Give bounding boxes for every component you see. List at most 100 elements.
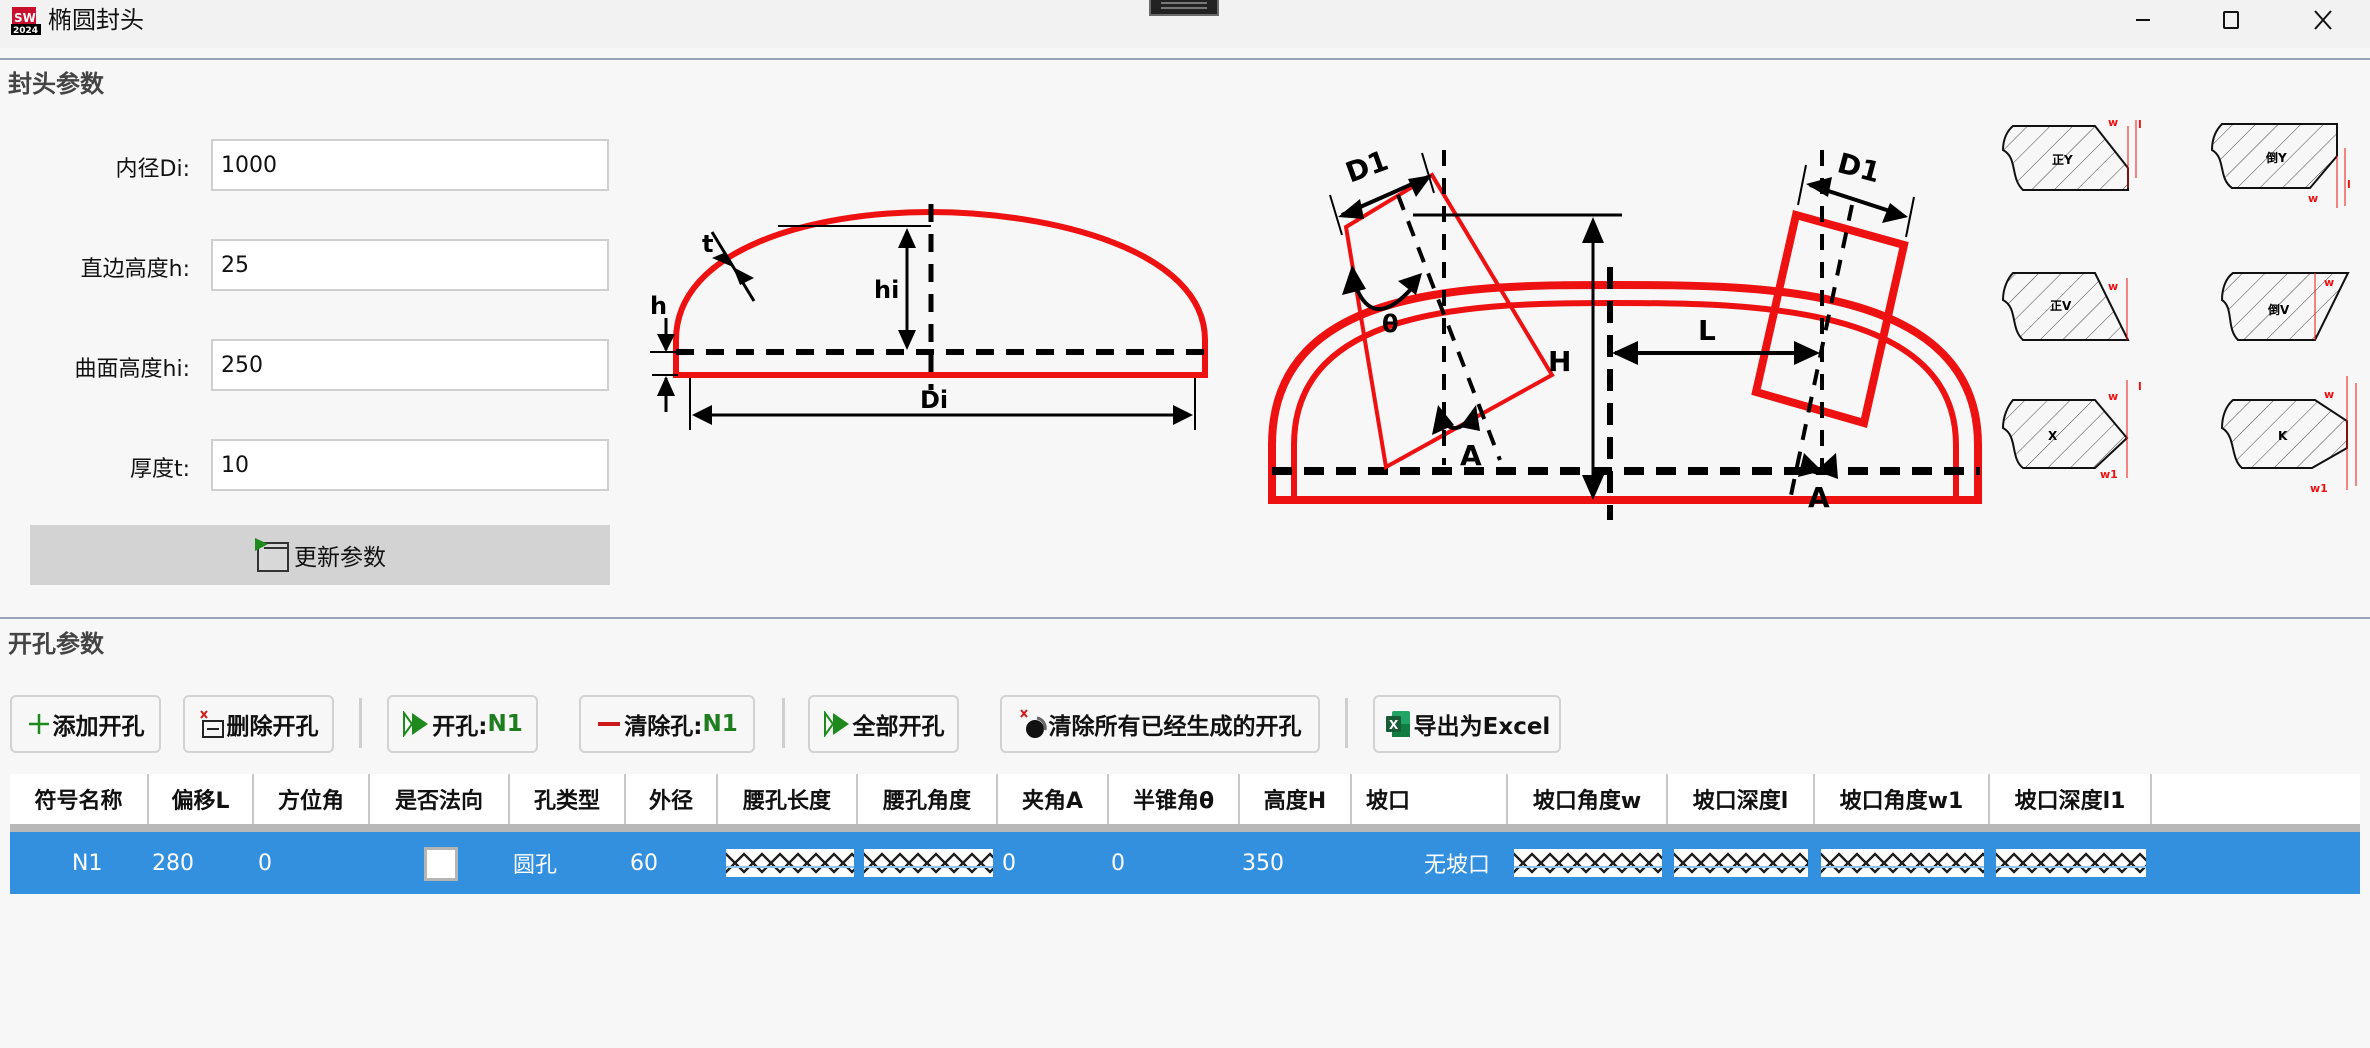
cell-angle-a[interactable]: 0 bbox=[1002, 850, 1016, 876]
D1-right-label: D1 bbox=[1834, 146, 1884, 189]
delete-icon bbox=[199, 710, 224, 738]
head-dimension-diagram: hi t h Di bbox=[650, 204, 1210, 430]
title-bar: SW 2024 椭圆封头 bbox=[0, 0, 2370, 48]
col-header-outer-diameter[interactable]: 外径 bbox=[626, 774, 718, 824]
clear-all-icon bbox=[1019, 709, 1047, 738]
cell-azimuth[interactable]: 0 bbox=[258, 850, 272, 876]
cell-hole-type[interactable]: 圆孔 bbox=[513, 853, 558, 878]
col-header-bevel[interactable]: 坡口 bbox=[1352, 774, 1508, 824]
svg-text:l: l bbox=[2347, 178, 2351, 191]
minimize-icon bbox=[2136, 19, 2150, 21]
t-label: t bbox=[702, 230, 713, 258]
minus-icon bbox=[598, 722, 621, 726]
H-label: H bbox=[1548, 345, 1571, 378]
normal-checkbox[interactable] bbox=[424, 847, 458, 881]
col-header-name[interactable]: 符号名称 bbox=[10, 774, 149, 824]
update-params-button[interactable]: 更新参数 bbox=[30, 525, 610, 585]
play-icon bbox=[403, 711, 429, 737]
maximize-button[interactable] bbox=[2198, 0, 2264, 40]
straight-height-label: 直边高度h: bbox=[80, 257, 190, 282]
col-header-bevel-angle-w1[interactable]: 坡口角度w1 bbox=[1815, 774, 1990, 824]
svg-text:w: w bbox=[2108, 280, 2118, 293]
col-header-azimuth[interactable]: 方位角 bbox=[254, 774, 370, 824]
svg-text:w: w bbox=[2324, 388, 2334, 401]
A-right-label: A bbox=[1808, 481, 1830, 514]
svg-text:w: w bbox=[2324, 276, 2334, 289]
title-separator bbox=[0, 58, 2370, 60]
svg-text:w: w bbox=[2308, 192, 2318, 205]
window-title: 椭圆封头 bbox=[48, 6, 144, 34]
svg-text:X: X bbox=[2048, 429, 2058, 443]
inner-diameter-input[interactable] bbox=[211, 139, 609, 191]
cell-slot-angle-disabled bbox=[864, 849, 993, 877]
maximize-icon bbox=[2223, 11, 2239, 29]
cell-height[interactable]: 350 bbox=[1242, 850, 1284, 876]
svg-text:w1: w1 bbox=[2310, 482, 2328, 495]
svg-text:倒V: 倒V bbox=[2267, 302, 2290, 317]
delete-hole-button[interactable]: 删除开孔 bbox=[183, 695, 334, 753]
play-all-icon bbox=[823, 711, 849, 737]
svg-text:2024: 2024 bbox=[13, 26, 38, 36]
col-header-half-cone[interactable]: 半锥角θ bbox=[1109, 774, 1240, 824]
clear-all-holes-button[interactable]: 清除所有已经生成的开孔 bbox=[1000, 695, 1320, 753]
table-header: 符号名称 偏移L 方位角 是否法向 孔类型 外径 腰孔长度 腰孔角度 夹角A 半… bbox=[10, 774, 2360, 824]
svg-text:w: w bbox=[2108, 118, 2118, 129]
svg-text:倒Y: 倒Y bbox=[2265, 150, 2287, 165]
toolbar-separator bbox=[359, 698, 362, 748]
add-hole-button[interactable]: 添加开孔 bbox=[10, 695, 161, 753]
update-params-label: 更新参数 bbox=[294, 545, 386, 571]
col-header-bevel-depth-l1[interactable]: 坡口深度l1 bbox=[1990, 774, 2152, 824]
straight-height-input[interactable] bbox=[211, 239, 609, 291]
curve-height-label: 曲面高度hi: bbox=[74, 357, 190, 382]
open-hole-button[interactable]: 开孔: N1 bbox=[387, 695, 538, 753]
table-row[interactable]: N1 280 0 圆孔 60 0 0 350 无坡口 bbox=[10, 832, 2360, 894]
open-hole-target: N1 bbox=[487, 711, 523, 737]
cell-bevel-angle-w1-disabled bbox=[1821, 849, 1984, 877]
head-params-title: 封头参数 bbox=[8, 70, 104, 98]
clear-hole-button[interactable]: 清除孔: N1 bbox=[579, 695, 755, 753]
toolbar-separator bbox=[782, 698, 785, 748]
thickness-input[interactable] bbox=[211, 439, 609, 491]
open-all-button[interactable]: 全部开孔 bbox=[808, 695, 959, 753]
curve-height-input[interactable] bbox=[211, 339, 609, 391]
col-header-slot-length[interactable]: 腰孔长度 bbox=[718, 774, 858, 824]
export-excel-button[interactable]: X 导出为Excel bbox=[1373, 695, 1561, 753]
nozzle-dimension-diagram: H L D1 θ A D1 A bbox=[1268, 144, 1982, 520]
col-header-bevel-depth-l[interactable]: 坡口深度l bbox=[1668, 774, 1815, 824]
col-header-bevel-angle-w[interactable]: 坡口角度w bbox=[1508, 774, 1668, 824]
cell-bevel[interactable]: 无坡口 bbox=[1424, 853, 1491, 878]
col-header-slot-angle[interactable]: 腰孔角度 bbox=[858, 774, 998, 824]
L-label: L bbox=[1698, 314, 1716, 347]
col-header-hole-type[interactable]: 孔类型 bbox=[510, 774, 626, 824]
svg-text:w1: w1 bbox=[2100, 468, 2118, 481]
cell-outer-diameter[interactable]: 60 bbox=[630, 850, 658, 876]
plus-icon bbox=[28, 714, 49, 734]
svg-text:X: X bbox=[1389, 718, 1399, 732]
clear-hole-target: N1 bbox=[702, 711, 738, 737]
cell-half-cone[interactable]: 0 bbox=[1111, 850, 1125, 876]
drag-handle[interactable] bbox=[1149, 0, 1219, 16]
header-divider bbox=[10, 824, 2360, 832]
col-header-normal[interactable]: 是否法向 bbox=[370, 774, 510, 824]
bevel-types-diagram: 正Y w l 倒Y w l 正V w 倒V w X w l w1 K w w1 bbox=[2001, 118, 2357, 495]
cell-bevel-depth-l-disabled bbox=[1674, 849, 1808, 877]
excel-icon: X bbox=[1385, 711, 1410, 737]
col-header-offset[interactable]: 偏移L bbox=[149, 774, 254, 824]
col-header-height[interactable]: 高度H bbox=[1240, 774, 1352, 824]
col-header-angle-a[interactable]: 夹角A bbox=[998, 774, 1109, 824]
cell-bevel-angle-w-disabled bbox=[1514, 849, 1662, 877]
inner-diameter-label: 内径Di: bbox=[115, 157, 190, 182]
svg-text:l: l bbox=[2138, 118, 2142, 131]
cell-offset[interactable]: 280 bbox=[152, 850, 194, 876]
hi-label: hi bbox=[874, 276, 899, 304]
minimize-button[interactable] bbox=[2110, 0, 2176, 40]
A-left-label: A bbox=[1460, 439, 1482, 472]
toolbar-separator bbox=[1345, 698, 1348, 748]
cell-bevel-depth-l1-disabled bbox=[1996, 849, 2146, 877]
cell-slot-length-disabled bbox=[726, 849, 854, 877]
svg-text:l: l bbox=[2138, 380, 2142, 393]
section-separator bbox=[0, 617, 2370, 619]
close-button[interactable] bbox=[2290, 0, 2356, 40]
cell-name[interactable]: N1 bbox=[72, 850, 103, 876]
close-icon bbox=[2314, 10, 2332, 30]
